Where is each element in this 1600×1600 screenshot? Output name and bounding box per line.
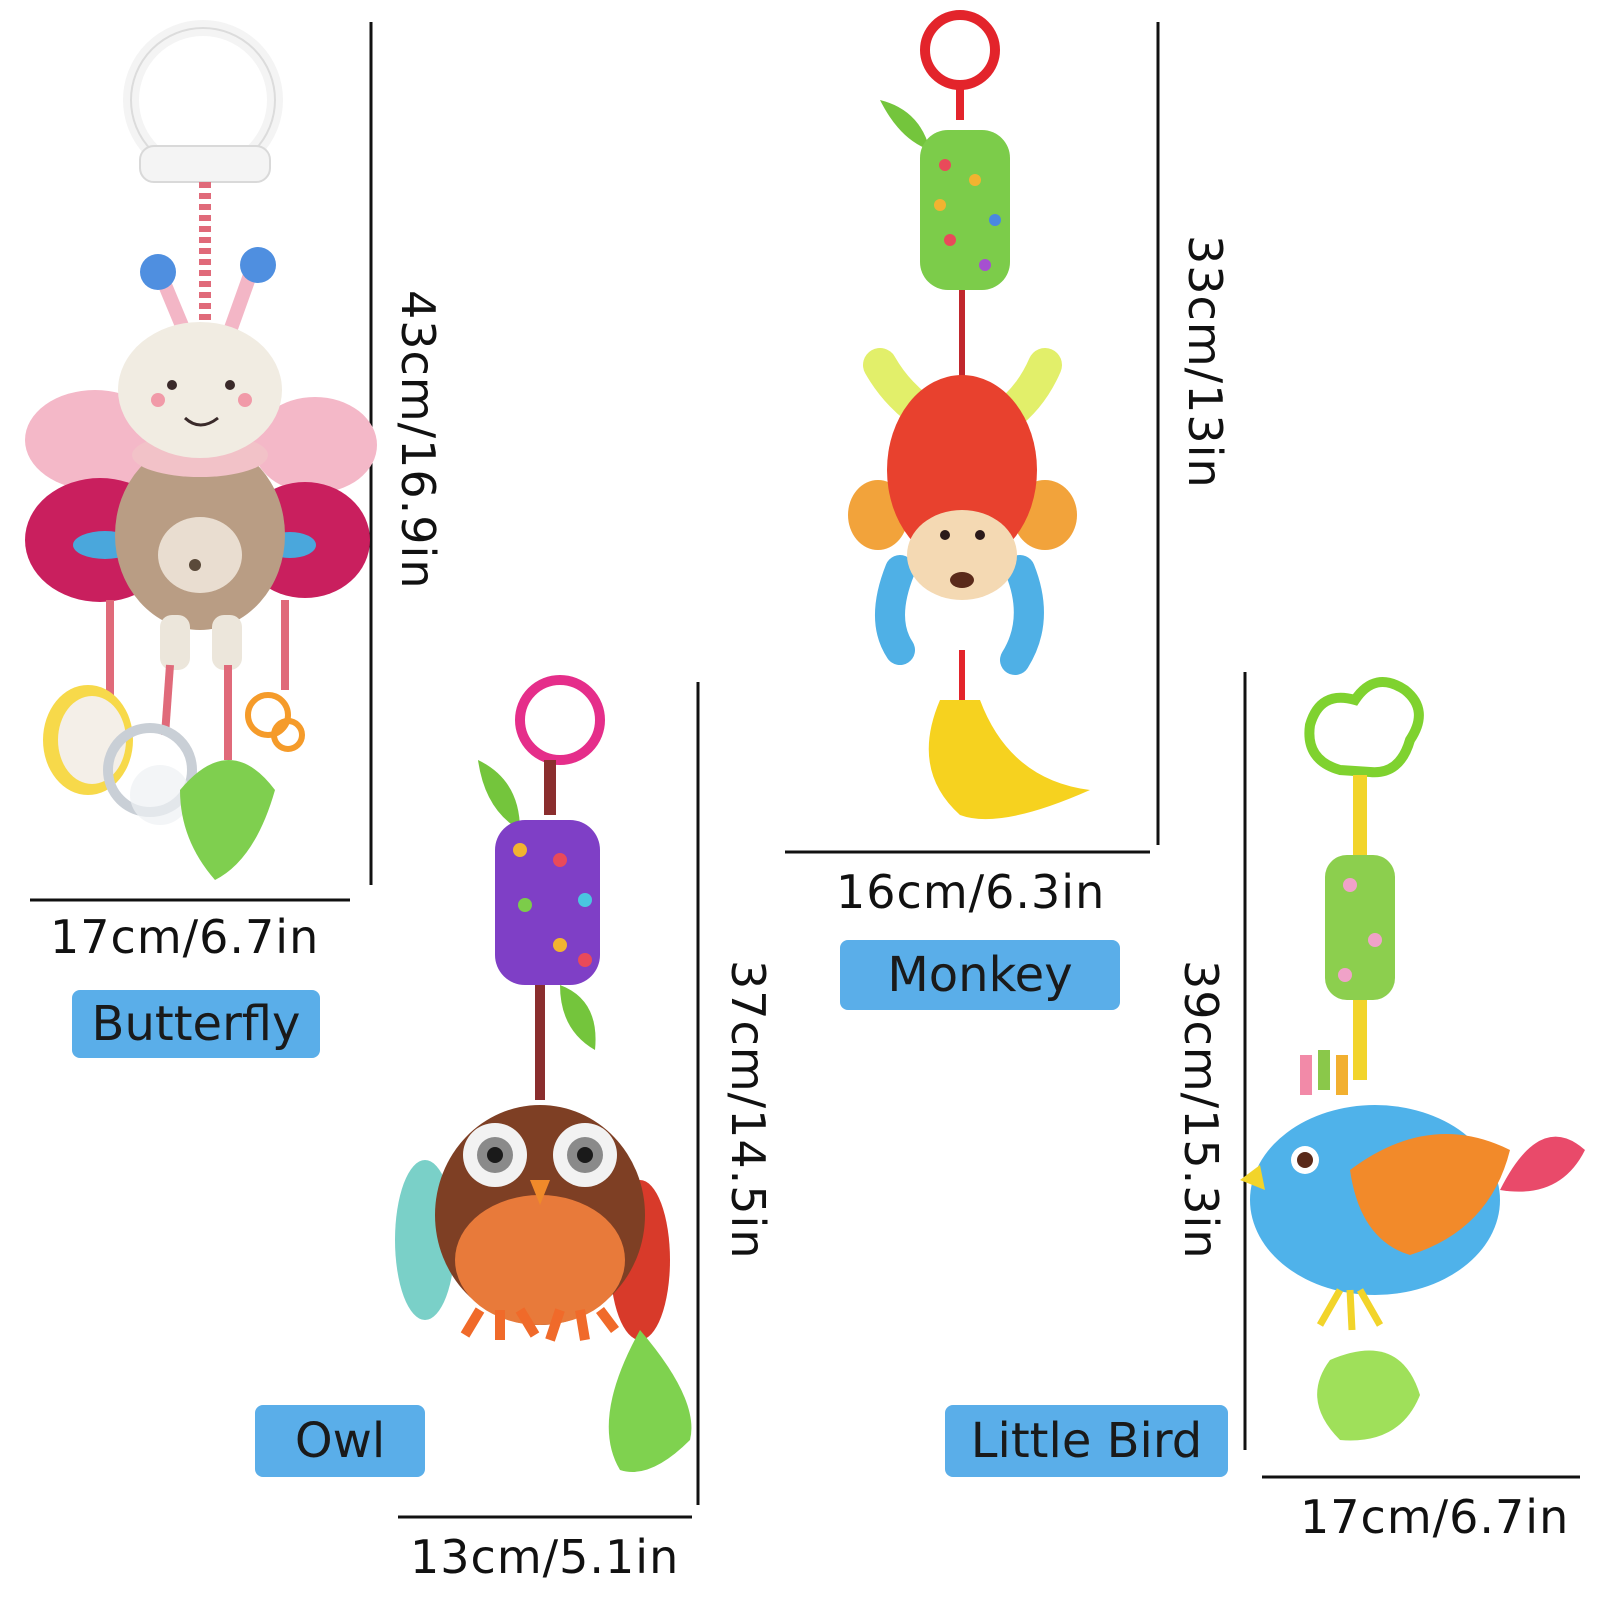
monkey-height-label: 33cm/13in (1178, 235, 1232, 489)
owl-name-badge: Owl (255, 1405, 425, 1477)
butterfly-height-label: 43cm/16.9in (391, 290, 445, 590)
monkey-toy (848, 10, 1090, 820)
owl-height-label: 37cm/14.5in (721, 960, 775, 1260)
dimension-lines (30, 22, 1580, 1519)
owl-toy (395, 675, 692, 1472)
butterfly-width-label: 17cm/6.7in (50, 910, 320, 964)
little-bird-name-badge: Little Bird (945, 1405, 1228, 1477)
butterfly-name-badge: Butterfly (72, 990, 320, 1058)
monkey-width-label: 16cm/6.3in (836, 865, 1106, 919)
little-bird-toy (1240, 677, 1585, 1441)
butterfly-toy (25, 20, 377, 880)
little-bird-height-label: 39cm/15.3in (1174, 960, 1228, 1260)
owl-width-label: 13cm/5.1in (410, 1530, 680, 1584)
monkey-name-badge: Monkey (840, 940, 1120, 1010)
little-bird-width-label: 17cm/6.7in (1300, 1490, 1570, 1544)
